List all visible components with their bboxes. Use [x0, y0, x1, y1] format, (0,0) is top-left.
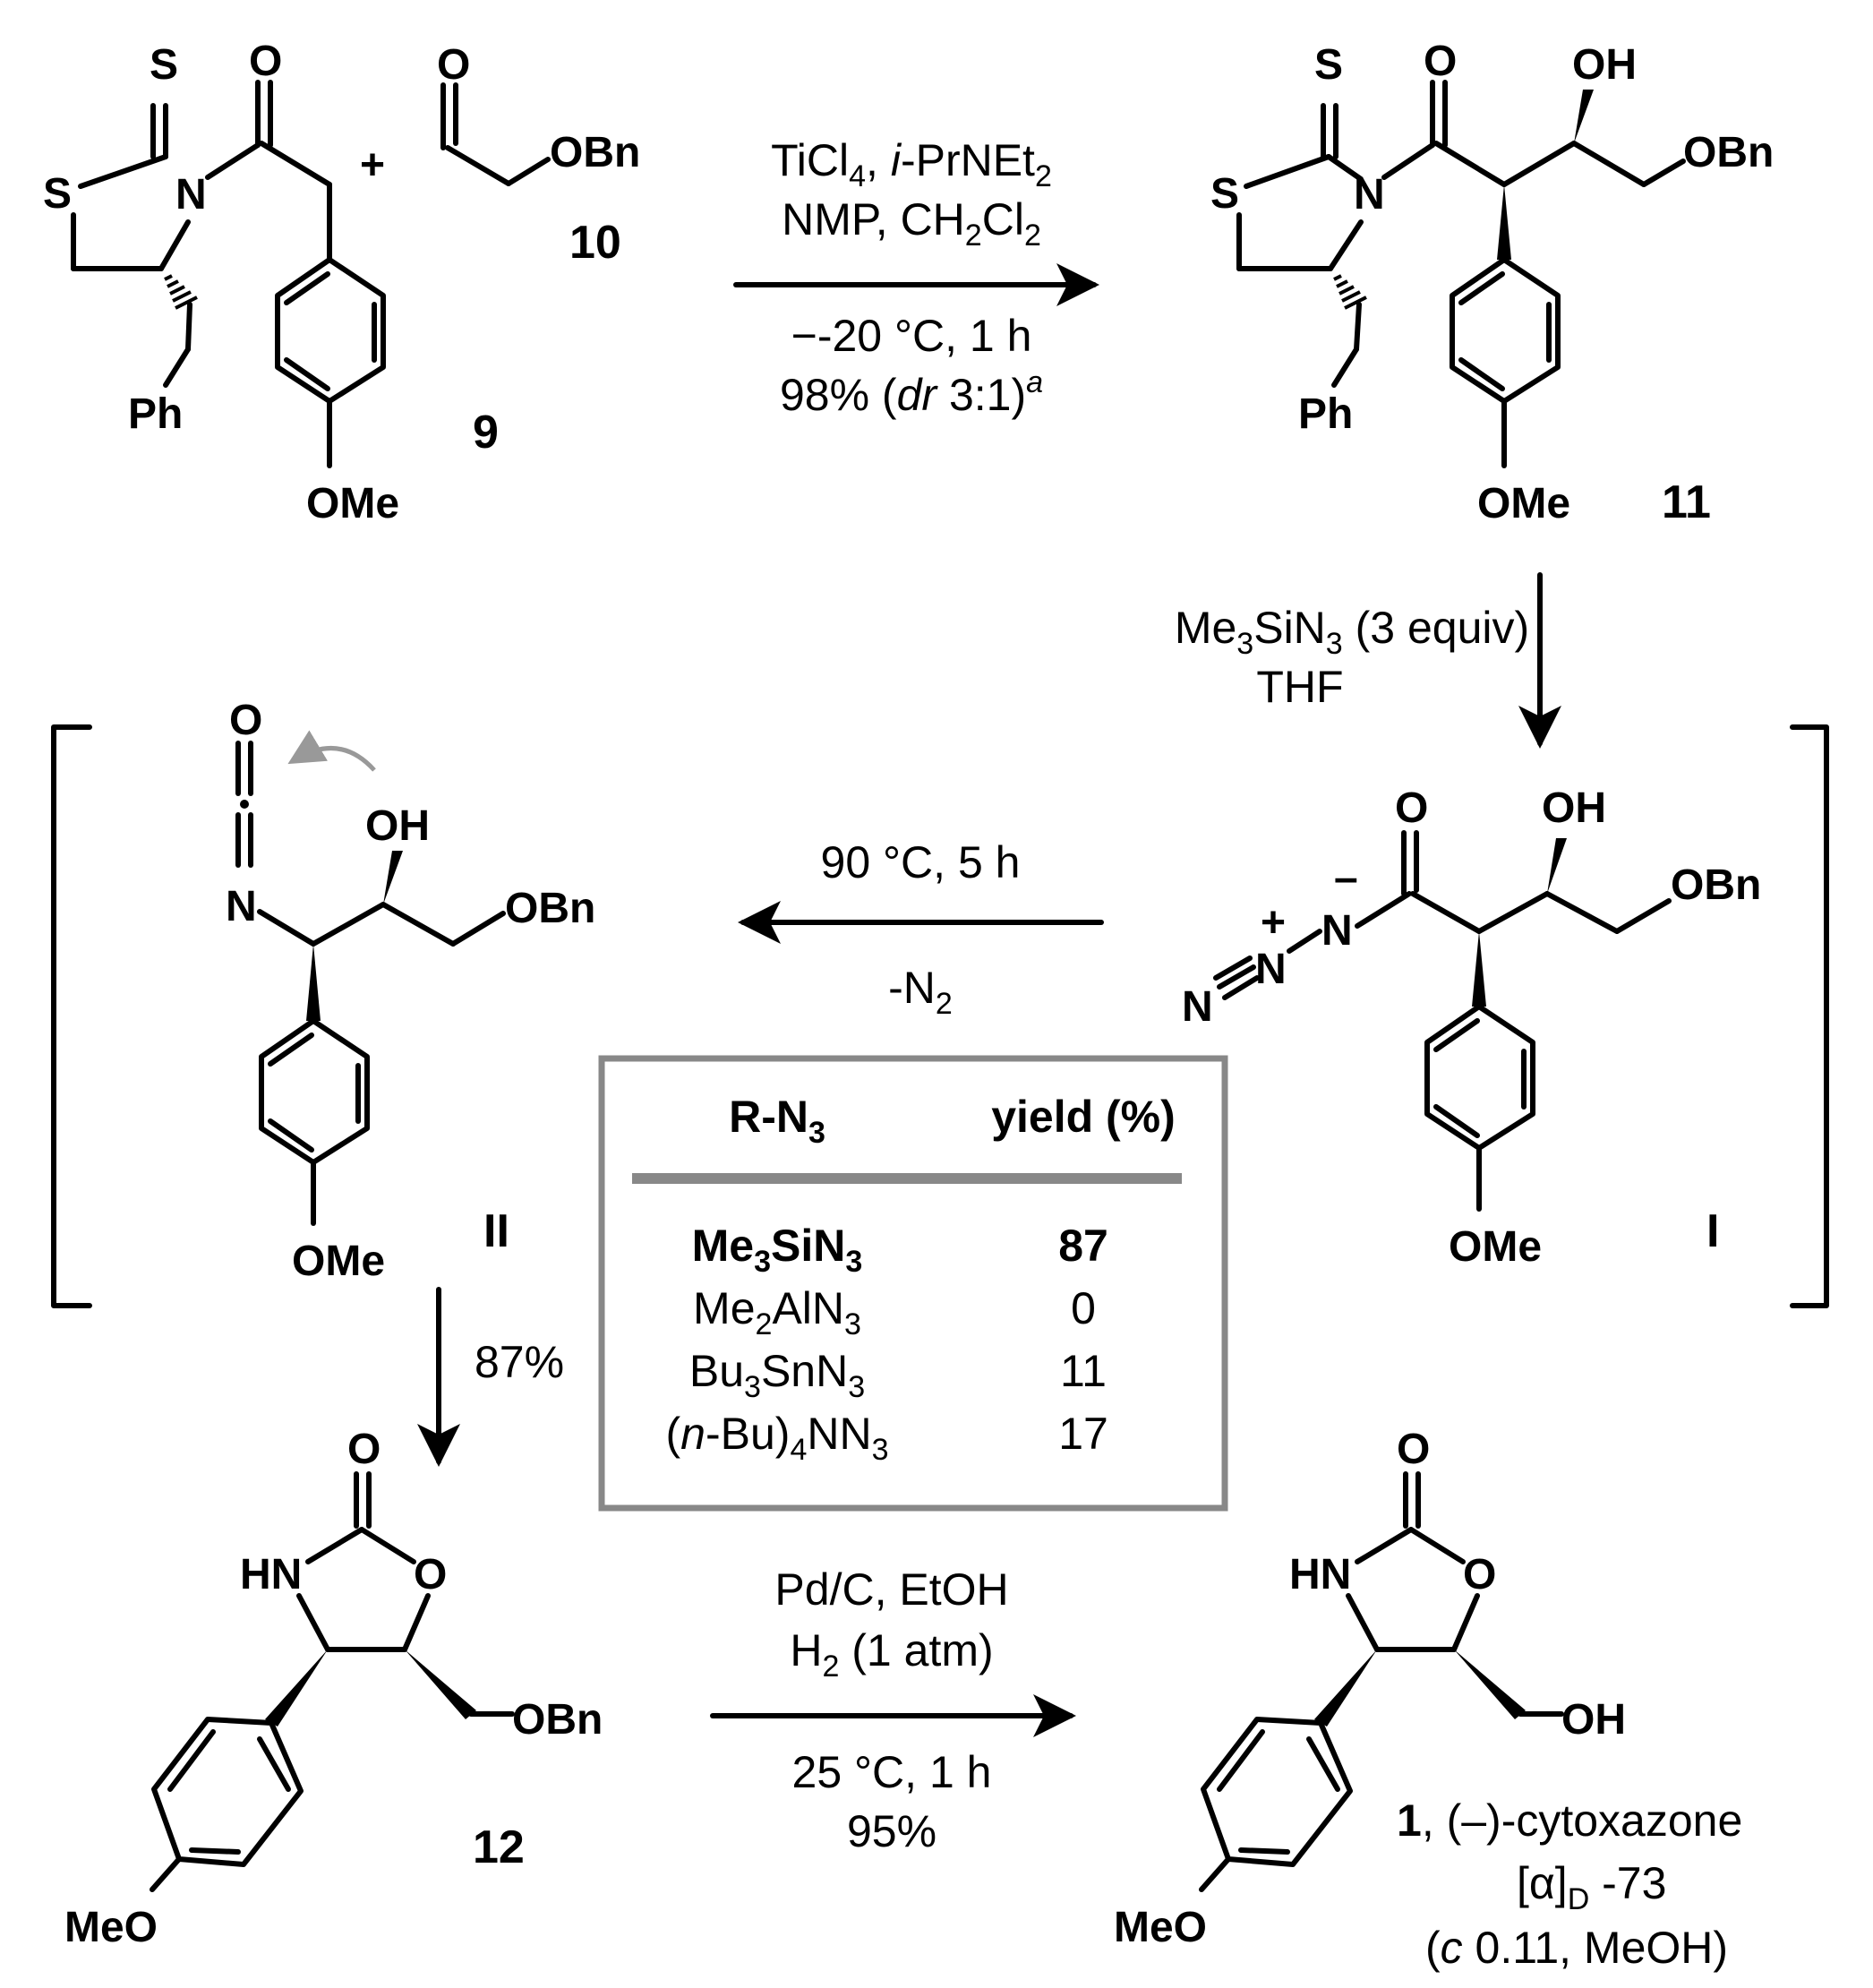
atom-O-aldehyde: O: [437, 41, 470, 89]
label-1-name: 1, (–)-cytoxazone: [1397, 1795, 1742, 1846]
label-1-conditions: (c 0.11, MeOH): [1425, 1923, 1728, 1973]
table-row-reagent: Me2AlN3: [693, 1283, 861, 1341]
atom-N-II: N: [226, 883, 257, 930]
step3-nitrogen-loss: -N2: [888, 963, 953, 1021]
atom-OH-II: OH: [365, 802, 430, 850]
atom-OH-I: OH: [1542, 784, 1606, 832]
atom-MeO-12: MeO: [64, 1904, 158, 1951]
step1-arrow-group: TiCl4, i-PrNEt2 NMP, CH2Cl2 −-20 °C, 1 h…: [733, 135, 1099, 420]
table-header-yield: yield (%): [991, 1092, 1176, 1142]
atom-N-I-2: N: [1255, 946, 1287, 993]
compound-12: O HN O OBn MeO 12: [64, 1426, 603, 1951]
step3-temperature: 90 °C, 5 h: [821, 837, 1021, 887]
atom-N: N: [175, 171, 207, 219]
charge-minus-I: –: [1334, 854, 1358, 902]
atom-HN-1: HN: [1289, 1551, 1351, 1598]
step5-arrow-group: Pd/C, EtOH H2 (1 atm) 25 °C, 1 h 95%: [710, 1564, 1076, 1856]
atom-N-I-3: N: [1182, 983, 1213, 1031]
table-row-yield: 11: [1060, 1346, 1107, 1396]
table-row-reagent: (n-Bu)4NN3: [666, 1409, 889, 1467]
table-row-reagent: Me3SiN3: [692, 1221, 863, 1279]
curved-arrow: [287, 730, 376, 772]
bracket-left: [51, 724, 92, 1308]
table-header-reagent: R-N3: [729, 1092, 825, 1150]
atom-S-thione-11: S: [1314, 41, 1343, 89]
label-1-rotation: [α]D -73: [1517, 1858, 1666, 1916]
atom-S-thione: S: [150, 41, 178, 89]
label-II: II: [483, 1205, 509, 1257]
step5-reagents-line1: Pd/C, EtOH: [774, 1564, 1008, 1615]
atom-OMe-II: OMe: [292, 1238, 385, 1285]
compound-1-cytoxazone: O HN O OH MeO 1, (–)-cytoxazone [α]D -73…: [1114, 1426, 1742, 1973]
atom-OH-1: OH: [1561, 1696, 1626, 1744]
atom-OH-11: OH: [1572, 41, 1637, 89]
step5-yield: 95%: [847, 1806, 936, 1856]
atom-Ph-9: Ph: [128, 390, 183, 438]
label-I: I: [1706, 1205, 1719, 1257]
charge-plus-I: +: [1261, 899, 1286, 947]
atom-O-acyl: O: [249, 38, 282, 85]
step4-arrow-group: 87%: [417, 1287, 564, 1467]
atom-MeO-1: MeO: [1114, 1904, 1207, 1951]
atom-OMe-I: OMe: [1449, 1223, 1542, 1271]
step2-arrow-group: Me3SiN3 (3 equiv) THF: [1175, 572, 1561, 749]
atom-O-ring-1: O: [1463, 1551, 1496, 1598]
step2-reagent: Me3SiN3 (3 equiv): [1175, 603, 1529, 661]
step1-reagents-line2: NMP, CH2Cl2: [782, 194, 1041, 253]
atom-OMe-11: OMe: [1477, 480, 1570, 527]
table-frame: [598, 1055, 1228, 1512]
compound-11: S S N Ph O OH OBn: [1210, 38, 1774, 528]
atom-S-ring-11: S: [1210, 170, 1239, 218]
step2-solvent: THF: [1256, 662, 1343, 712]
intermediate-I: O N – N + N OH OBn OMe I: [1182, 784, 1761, 1271]
step5-temperature: 25 °C, 1 h: [792, 1747, 992, 1797]
atom-O-acyl-11: O: [1424, 38, 1457, 85]
step4-yield: 87%: [475, 1337, 564, 1387]
label-12: 12: [473, 1821, 525, 1873]
atom-N-I-1: N: [1321, 907, 1353, 955]
label-9: 9: [473, 407, 499, 458]
atom-OBn-10: OBn: [550, 129, 640, 176]
step5-reagents-line2: H2 (1 atm): [790, 1625, 993, 1684]
atom-O-acyl-I: O: [1395, 784, 1428, 832]
atom-O-ring-12: O: [414, 1551, 447, 1598]
table-row-reagent: Bu3SnN3: [689, 1346, 865, 1404]
atom-OBn-I: OBn: [1671, 861, 1761, 909]
step3-arrow-group: 90 °C, 5 h -N2: [738, 837, 1104, 1021]
label-10: 10: [569, 217, 621, 269]
atom-OBn-11: OBn: [1683, 129, 1774, 176]
atom-O-isocyanate: O: [229, 697, 262, 744]
atom-Ph-11: Ph: [1298, 390, 1353, 438]
step1-yield: 98% (dr 3:1)a: [780, 365, 1043, 420]
compound-10: O OBn 10: [437, 41, 640, 269]
atom-OBn-II: OBn: [505, 885, 595, 932]
atom-OMe-9: OMe: [306, 480, 399, 527]
atom-HN-12: HN: [240, 1551, 302, 1598]
atom-N-11: N: [1354, 171, 1385, 219]
compound-9: S S N O OMe Ph 9: [43, 38, 499, 527]
bracket-right: [1790, 724, 1829, 1308]
step1-reagents-line1: TiCl4, i-PrNEt2: [771, 135, 1052, 193]
step1-temperature: −-20 °C, 1 h: [791, 311, 1032, 361]
atom-O-carbonyl-12: O: [347, 1426, 381, 1473]
table-row-yield: 87: [1058, 1221, 1108, 1271]
intermediate-II: O N OH OBn OMe II: [226, 697, 595, 1285]
atom-S-ring: S: [43, 170, 72, 218]
table-row-yield: 0: [1071, 1283, 1096, 1333]
label-11: 11: [1662, 476, 1711, 528]
atom-O-carbonyl-1: O: [1397, 1426, 1430, 1473]
table-row-yield: 17: [1058, 1409, 1108, 1459]
plus-sign: +: [360, 141, 385, 189]
atom-OBn-12: OBn: [512, 1696, 603, 1744]
carbon-dot: [240, 800, 249, 809]
